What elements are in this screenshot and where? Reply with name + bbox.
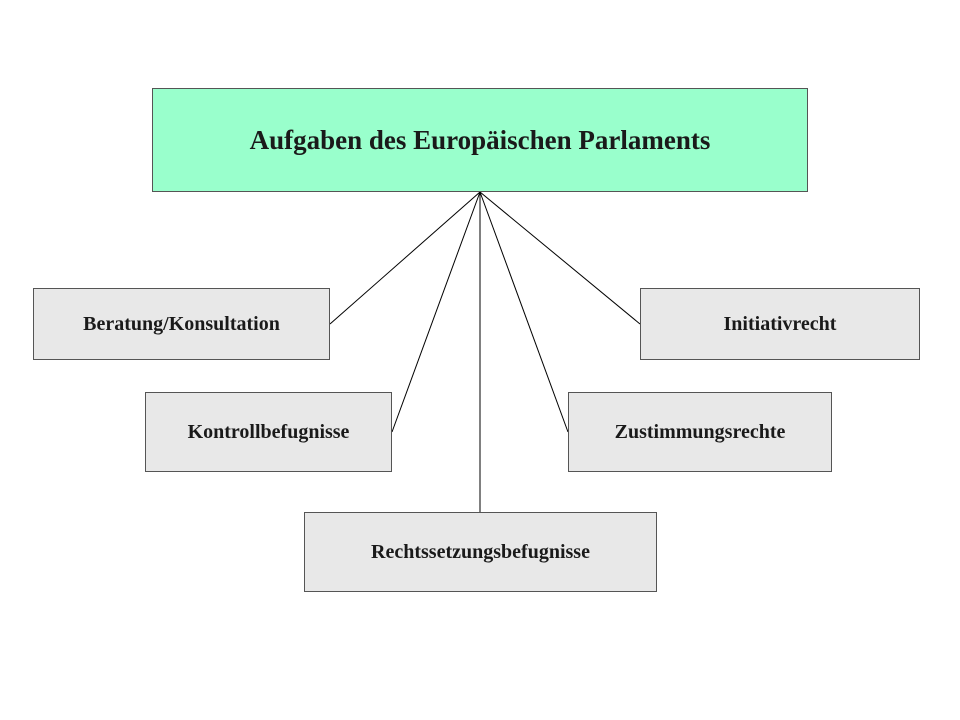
node-label: Zustimmungsrechte: [614, 420, 786, 443]
connector-initiativ: [479, 191, 641, 325]
connector-zustimm: [479, 191, 569, 433]
connector-beratung: [329, 191, 481, 325]
node-label: Kontrollbefugnisse: [187, 420, 350, 443]
node-label: Beratung/Konsultation: [83, 312, 280, 335]
node-initiativrecht: Initiativrecht: [640, 288, 920, 360]
node-beratung-konsultation: Beratung/Konsultation: [33, 288, 330, 360]
node-kontrollbefugnisse: Kontrollbefugnisse: [145, 392, 392, 472]
node-rechtssetzungsbefugnisse: Rechtssetzungsbefugnisse: [304, 512, 657, 592]
node-label: Initiativrecht: [723, 312, 837, 335]
connector-kontroll: [391, 191, 481, 433]
node-label: Rechtssetzungsbefugnisse: [371, 540, 590, 563]
root-node-label: Aufgaben des Europäischen Parlaments: [249, 124, 711, 155]
root-node: Aufgaben des Europäischen Parlaments: [152, 88, 808, 192]
node-zustimmungsrechte: Zustimmungsrechte: [568, 392, 832, 472]
